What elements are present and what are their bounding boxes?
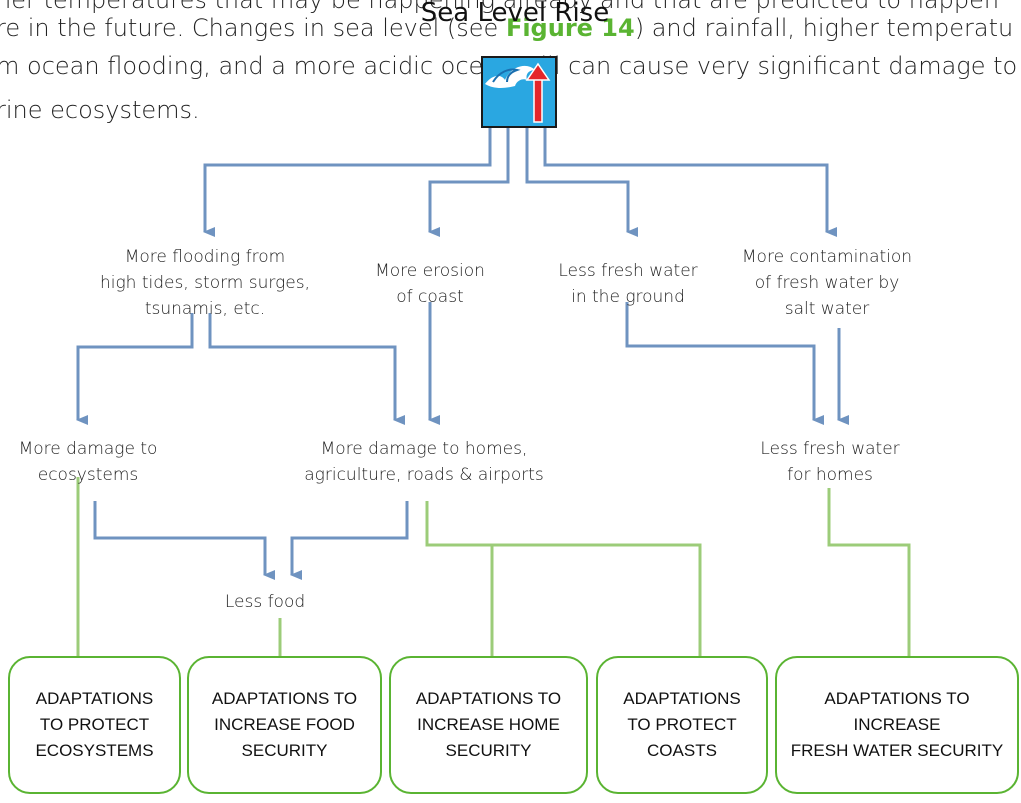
wave-with-up-arrow-icon — [481, 56, 557, 128]
adaptation-line: TO PROTECT — [627, 715, 737, 734]
arrow-to-flooding — [203, 128, 492, 237]
impact-fresh-homes-line: Less fresh water — [760, 439, 900, 459]
adaptation-line: SECURITY — [241, 741, 328, 760]
impact-ecosystems-line: More damage to — [18, 439, 158, 459]
figure-reference-link[interactable]: Figure 14 — [505, 14, 635, 42]
adaptation-line: INCREASE HOME — [417, 715, 560, 734]
effect-contamination-line: More contamination — [741, 247, 913, 267]
effect-flooding-line: tsunamis, etc. — [144, 299, 266, 319]
adaptation-line: INCREASE FOOD — [214, 715, 355, 734]
effect-flooding-line: More flooding from — [124, 247, 286, 267]
effect-less-fresh-ground-line: in the ground — [571, 287, 685, 307]
adaptation-line: ADAPTATIONS TO — [824, 689, 970, 708]
background-text-segment: ) and rainfall, higher temperatu — [634, 14, 1014, 42]
adaptation-line: FRESH WATER SECURITY — [790, 741, 1004, 760]
adaptation-line: ADAPTATIONS — [623, 689, 741, 708]
impact-homes-line: More damage to homes, — [320, 439, 528, 459]
effect-erosion-line: of coast — [396, 287, 464, 307]
impact-less-food: Less food — [200, 589, 330, 615]
impact-ecosystems: More damage to ecosystems — [0, 436, 176, 488]
impact-less-food-line: Less food — [224, 592, 306, 612]
effect-erosion: More erosion of coast — [340, 258, 520, 310]
arrow-fresh-to-adapt — [827, 488, 919, 669]
impact-ecosystems-line: ecosystems — [37, 465, 139, 485]
arrow-homes-to-adapt — [425, 501, 710, 669]
background-text-line: her temperatures that may be happening a… — [0, 0, 1000, 14]
arrow-to-less-fresh-ground — [525, 128, 638, 237]
adaptation-line: ADAPTATIONS TO — [415, 689, 562, 708]
effect-erosion-line: More erosion — [375, 261, 485, 281]
arrow-ground-to-fresh-homes — [625, 302, 824, 425]
adaptation-line: COASTS — [647, 741, 717, 760]
background-text-line: re in the future. Changes in sea level (… — [0, 14, 1017, 44]
adaptation-box-ecosystems: ADAPTATIONS TO PROTECT ECOSYSTEMS — [8, 656, 181, 794]
effect-flooding: More flooding from high tides, storm sur… — [85, 244, 325, 322]
adaptation-box-home: ADAPTATIONS TO INCREASE HOME SECURITY — [389, 656, 588, 794]
effect-flooding-line: high tides, storm surges, — [99, 273, 310, 293]
effect-less-fresh-ground-line: Less fresh water — [558, 261, 698, 281]
arrow-flooding-to-homes — [208, 313, 405, 425]
effect-less-fresh-ground: Less fresh water in the ground — [538, 258, 718, 310]
adaptation-box-food: ADAPTATIONS TO INCREASE FOOD SECURITY — [187, 656, 382, 794]
background-text-line: rine ecosystems. — [0, 96, 200, 124]
effect-contamination-line: of fresh water by — [754, 273, 900, 293]
diagram-title: Sea Level Rise — [420, 0, 610, 28]
arrow-ecosystems-to-food — [93, 501, 275, 580]
impact-fresh-homes-line: for homes — [787, 465, 873, 485]
adaptation-line: ADAPTATIONS TO — [211, 689, 358, 708]
adaptation-line: INCREASE — [853, 715, 941, 734]
arrow-flooding-to-ecosystems — [76, 313, 194, 425]
background-text-segment: re in the future. Changes in sea level (… — [0, 14, 506, 42]
impact-homes-line: agriculture, roads & airports — [304, 465, 544, 485]
adaptation-box-coasts: ADAPTATIONS TO PROTECT COASTS — [596, 656, 768, 794]
impact-homes: More damage to homes, agriculture, roads… — [288, 436, 560, 488]
adaptation-line: SECURITY — [445, 741, 532, 760]
adaptation-line: ADAPTATIONS — [35, 689, 154, 708]
arrow-homes-to-food — [290, 501, 409, 580]
arrow-to-contamination — [543, 128, 837, 237]
arrow-to-erosion — [428, 128, 510, 237]
adaptation-line: ECOSYSTEMS — [35, 741, 154, 760]
effect-contamination-line: salt water — [784, 299, 870, 319]
impact-fresh-homes: Less fresh water for homes — [735, 436, 925, 488]
adaptation-line: TO PROTECT — [39, 715, 150, 734]
adaptation-box-water: ADAPTATIONS TO INCREASE FRESH WATER SECU… — [775, 656, 1019, 794]
effect-contamination: More contamination of fresh water by sal… — [727, 244, 927, 322]
